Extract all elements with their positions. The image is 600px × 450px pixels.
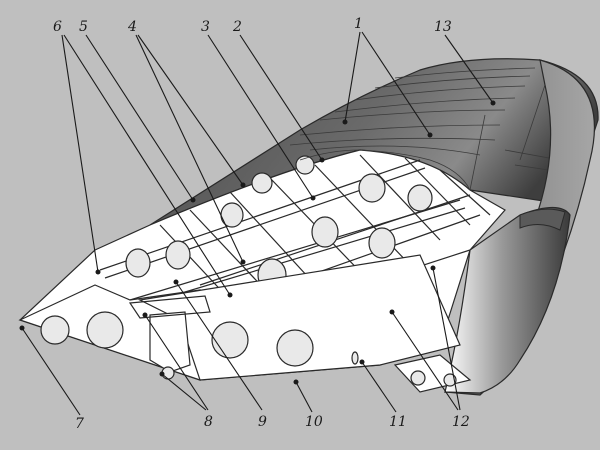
callout-8: 8: [142, 312, 213, 430]
callout-1: 1: [342, 16, 433, 138]
callout-2: 2: [232, 19, 325, 163]
callout-label-13: 13: [434, 19, 452, 35]
callout-11: 11: [359, 359, 407, 430]
callout-label-11: 11: [389, 414, 407, 430]
callout-label-3: 3: [201, 19, 210, 35]
internal-structure: [18, 149, 506, 393]
callout-label-10: 10: [305, 414, 323, 430]
callout-3: 3: [201, 19, 316, 201]
callout-label-4: 4: [127, 19, 137, 35]
callout-7: 7: [19, 325, 84, 432]
callout-label-1: 1: [354, 16, 363, 32]
callout-13: 13: [434, 19, 496, 106]
callout-label-7: 7: [75, 416, 84, 432]
callout-12: 12: [389, 265, 470, 430]
callout-10: 10: [293, 379, 323, 430]
callouts: 1 2 3 4 5 6 13: [19, 16, 496, 432]
callout-label-8: 8: [204, 414, 213, 430]
callout-label-2: 2: [232, 19, 242, 35]
callout-label-9: 9: [258, 414, 267, 430]
callout-4: 4: [127, 19, 246, 265]
callout-label-12: 12: [452, 414, 470, 430]
callout-5: 5: [79, 19, 196, 203]
callout-label-5: 5: [79, 19, 88, 35]
callout-9: 9: [173, 279, 267, 430]
callout-6: 6: [53, 19, 233, 298]
callout-label-6: 6: [53, 19, 62, 35]
